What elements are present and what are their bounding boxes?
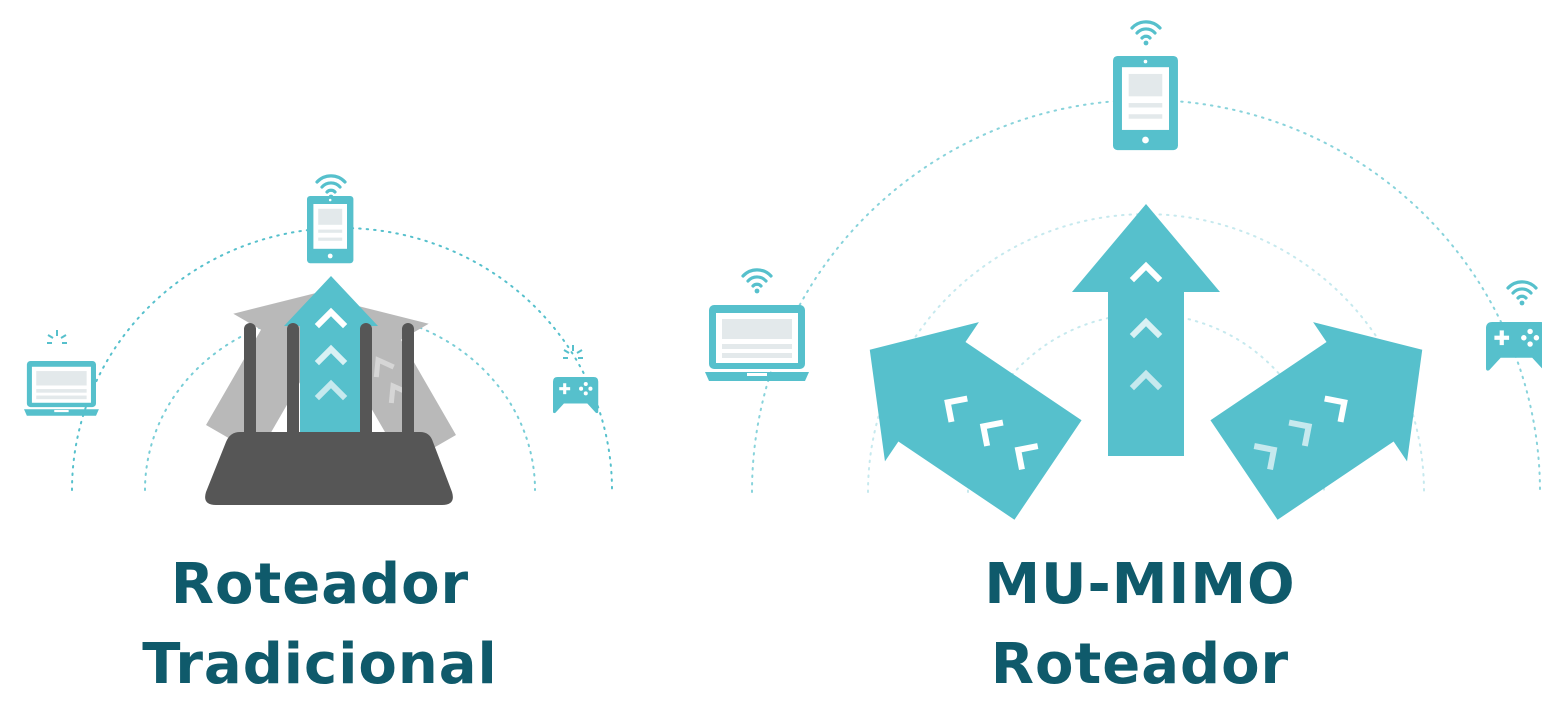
gamepad-icon bbox=[553, 377, 599, 414]
sparkle-icon bbox=[562, 344, 584, 359]
teal-arrow-right bbox=[1210, 322, 1423, 520]
wifi-icon bbox=[741, 268, 773, 295]
left-panel bbox=[24, 174, 613, 505]
tablet-icon bbox=[307, 196, 354, 264]
traditional-router-caption: Roteador Tradicional bbox=[110, 545, 530, 705]
coverage-arc-outer bbox=[71, 227, 613, 491]
laptop-icon bbox=[705, 305, 809, 381]
sparkle-icon bbox=[46, 329, 68, 344]
teal-arrow-up bbox=[1072, 204, 1220, 456]
right-panel bbox=[705, 20, 1542, 520]
teal-arrow-up bbox=[284, 276, 378, 440]
mu-mimo-router-caption: MU-MIMO Roteador bbox=[930, 545, 1350, 705]
gamepad-icon bbox=[1486, 322, 1542, 371]
router-icon bbox=[205, 323, 453, 505]
wifi-icon bbox=[1506, 280, 1538, 307]
tablet-icon bbox=[315, 174, 347, 201]
caption-line: Roteador bbox=[990, 632, 1290, 697]
caption-line: Tradicional bbox=[142, 632, 498, 697]
mimo-comparison-diagram bbox=[24, 20, 1542, 520]
teal-arrow-left bbox=[869, 322, 1082, 520]
tablet-icon bbox=[1113, 56, 1178, 151]
caption-line: Roteador bbox=[170, 552, 470, 617]
caption-line: MU-MIMO bbox=[984, 552, 1296, 617]
wifi-icon bbox=[1130, 20, 1162, 48]
laptop-icon bbox=[24, 361, 99, 416]
